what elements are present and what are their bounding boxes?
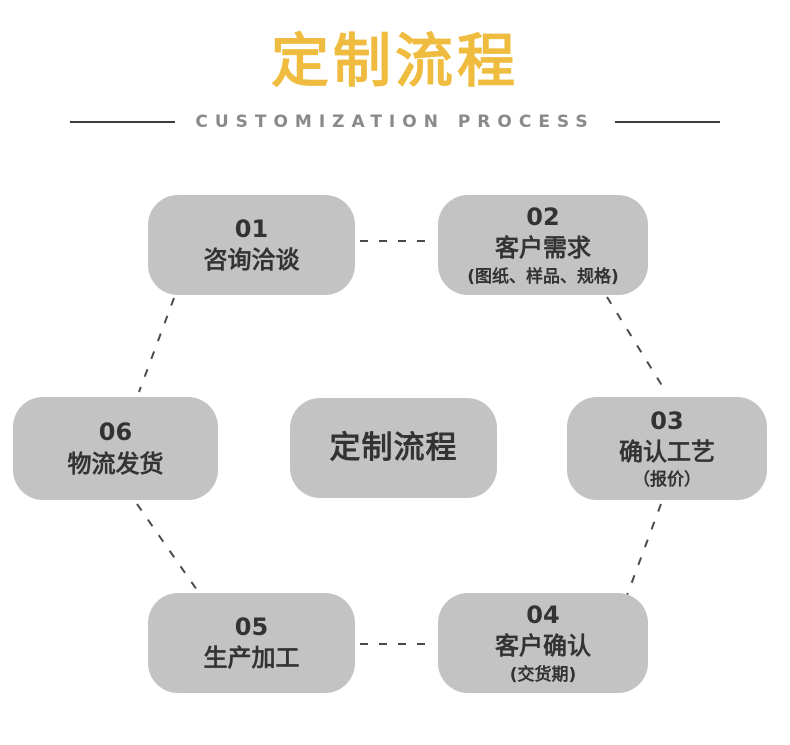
step-label: 物流发货 (67, 449, 164, 478)
center-box: 定制流程 (290, 398, 497, 498)
flow-step-06: 06 物流发货 (13, 397, 218, 500)
flow-step-05: 05 生产加工 (148, 593, 355, 693)
step-sublabel: (交货期) (509, 664, 577, 685)
flow-step-02: 02 客户需求 (图纸、样品、规格) (438, 195, 648, 295)
subtitle-line-left (70, 121, 176, 123)
flow-step-04: 04 客户确认 (交货期) (438, 593, 648, 693)
step-number: 06 (98, 418, 133, 447)
connector-02-03 (606, 296, 667, 393)
step-sublabel: （报价） (633, 470, 701, 491)
subtitle-line-right (614, 121, 720, 123)
step-label: 客户需求 (495, 234, 591, 263)
flow-step-03: 03 确认工艺 （报价） (567, 397, 767, 500)
connector-01-06 (138, 297, 175, 393)
subtitle: CUSTOMIZATION PROCESS (195, 112, 595, 132)
connector-06-05 (136, 503, 198, 591)
flow-step-01: 01 咨询洽谈 (148, 195, 355, 295)
step-number: 01 (234, 214, 269, 243)
step-sublabel: (图纸、样品、规格) (467, 266, 619, 287)
step-number: 03 (650, 406, 684, 435)
subtitle-row: CUSTOMIZATION PROCESS (0, 112, 790, 132)
step-label: 咨询洽谈 (203, 246, 300, 274)
step-label: 生产加工 (203, 644, 300, 672)
step-label: 确认工艺 (619, 437, 715, 466)
center-box-label: 定制流程 (329, 429, 458, 466)
step-label: 客户确认 (495, 632, 591, 661)
step-number: 05 (234, 612, 269, 641)
step-number: 02 (526, 203, 560, 232)
connector-03-04 (625, 503, 662, 599)
step-number: 04 (526, 601, 560, 630)
page-title: 定制流程 (270, 27, 519, 95)
